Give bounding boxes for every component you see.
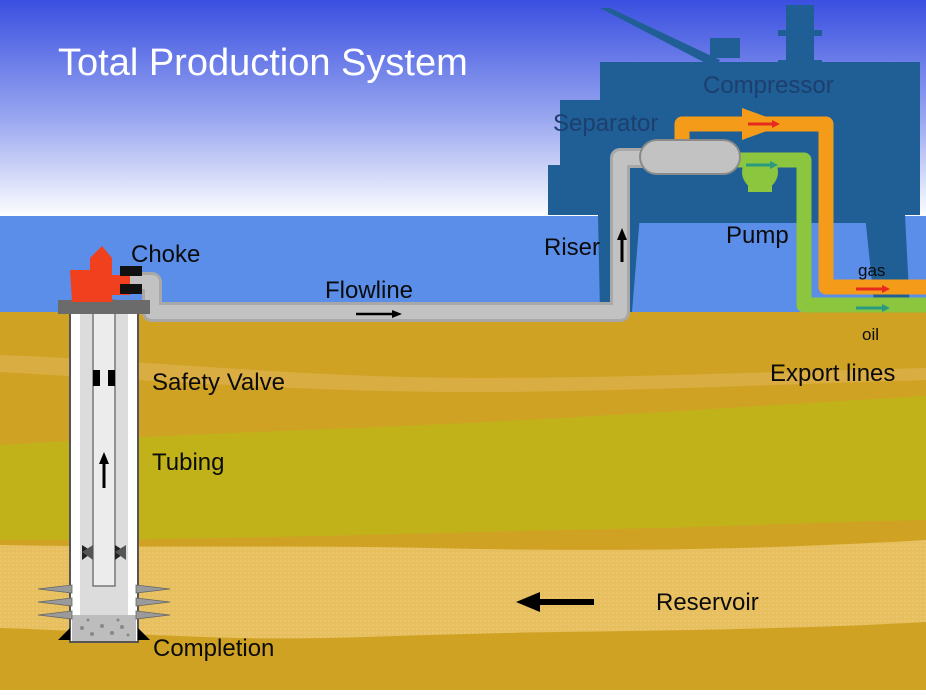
oil-flow-arrow-top [746,161,778,169]
gas-flow-arrow-top [748,120,780,128]
tubing-flow-arrow [99,452,109,488]
choke-valve [70,246,142,302]
riser-flow-arrow [617,228,627,262]
gas-label: gas [858,261,885,280]
riser-label: Riser [544,234,600,261]
perforations [37,584,171,620]
flowline-pipe-inner [125,151,650,319]
reservoir-sand [0,540,926,639]
completion-label: Completion [153,635,274,662]
export-lines-label: Export lines [770,360,895,387]
shallow-sand-streak [0,355,926,392]
separator [639,139,741,175]
flowline-label: Flowline [325,277,413,304]
wellhead-base [58,300,150,314]
gas-export-arrow [856,285,890,293]
green-layer [0,396,926,540]
ground-frame-bottom [0,690,926,695]
gas-export-line [674,116,926,295]
choke-label: Choke [131,241,200,268]
safety-valve-label: Safety Valve [152,369,285,396]
safety-valve [93,370,115,386]
tubing-label: Tubing [152,449,225,476]
oil-export-arrow [856,304,890,312]
packer [82,545,126,560]
reservoir-flow-arrow [516,592,594,612]
pump [742,154,778,192]
reservoir-label: Reservoir [656,589,759,616]
flowline-flow-arrow [356,310,402,318]
page-title: Total Production System [58,42,468,84]
separator-label: Separator [553,110,658,137]
oil-label: oil [862,325,879,344]
pump-label: Pump [726,222,789,249]
compressor-label: Compressor [703,72,834,99]
